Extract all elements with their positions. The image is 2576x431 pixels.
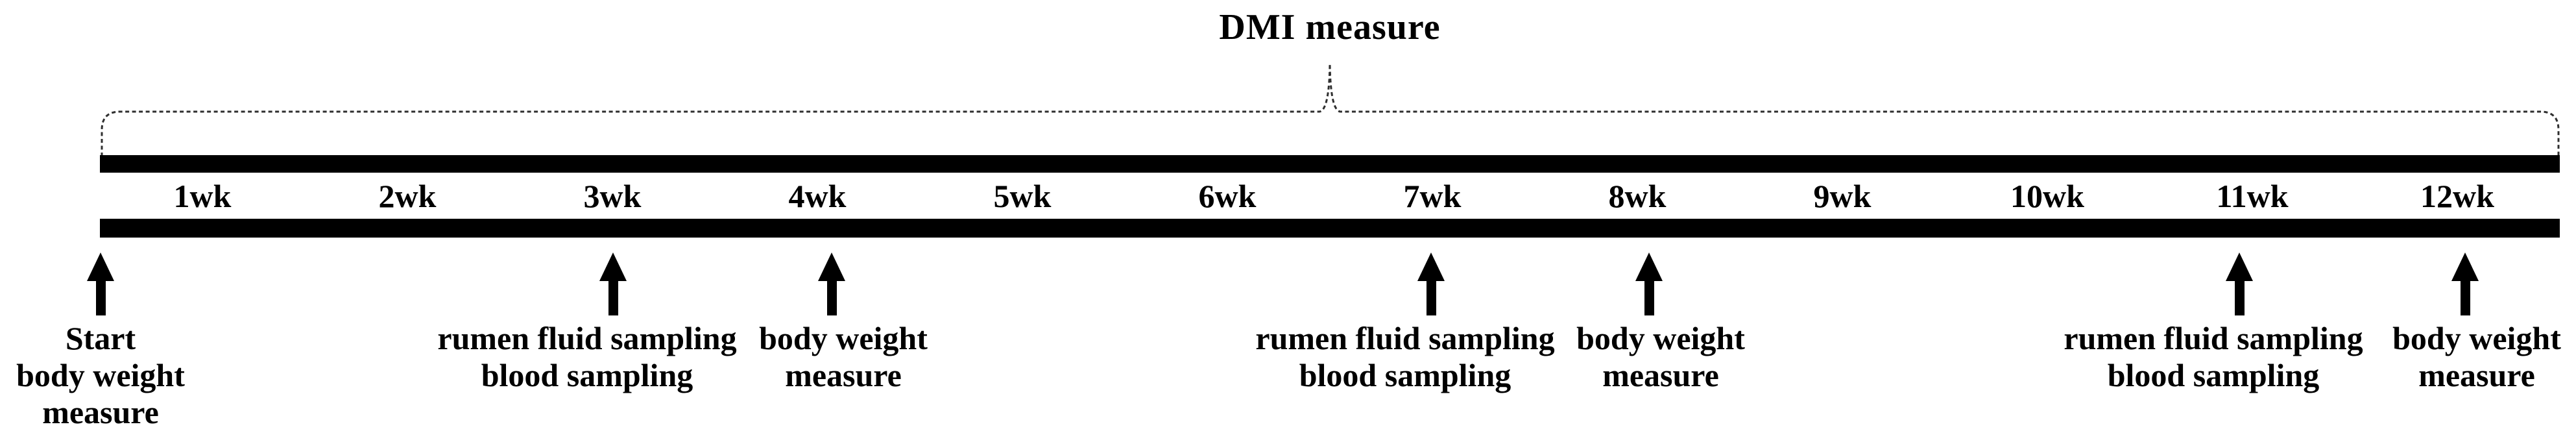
event-label: rumen fluid sampling blood sampling <box>2064 320 2363 394</box>
arrow-head <box>818 252 845 281</box>
arrow-head <box>599 252 627 281</box>
arrow-head <box>1417 252 1445 281</box>
event-label-line: measure <box>1602 357 1719 393</box>
up-arrow-icon <box>87 252 114 315</box>
event-label-line: blood sampling <box>481 357 693 393</box>
up-arrow-icon <box>2226 252 2253 315</box>
up-arrow-icon <box>599 252 627 315</box>
arrow-head <box>1635 252 1663 281</box>
week-label-3: 3wk <box>583 177 642 214</box>
week-label-2: 2wk <box>378 177 437 214</box>
event-label-line: body weight <box>1576 320 1745 356</box>
event-label-line: body weight <box>16 357 185 393</box>
arrow-head <box>2226 252 2253 281</box>
event-label-line: blood sampling <box>2107 357 2320 393</box>
week-label-12: 12wk <box>2420 177 2494 214</box>
up-arrow-icon <box>1417 252 1445 315</box>
event-label-line: Start <box>65 320 136 356</box>
event-label: Start body weight measure <box>16 320 185 431</box>
dashed-brace-path <box>101 63 2560 156</box>
event-label: body weight measure <box>1576 320 1745 394</box>
timeline-bar-bottom <box>100 219 2560 238</box>
event-label: body weight measure <box>2392 320 2561 394</box>
arrow-stem <box>2234 281 2245 315</box>
arrow-stem <box>95 281 106 315</box>
event-label-line: blood sampling <box>1299 357 1511 393</box>
week-label-11: 11wk <box>2216 177 2289 214</box>
event-label-line: measure <box>2418 357 2535 393</box>
arrow-head <box>87 252 114 281</box>
week-label-10: 10wk <box>2010 177 2084 214</box>
week-label-7: 7wk <box>1403 177 1462 214</box>
week-labels-row: 1wk 2wk 3wk 4wk 5wk 6wk 7wk 8wk 9wk 10wk… <box>100 173 2560 219</box>
arrow-stem <box>608 281 618 315</box>
up-arrow-icon <box>2451 252 2479 315</box>
event-label-line: body weight <box>2392 320 2561 356</box>
week-label-5: 5wk <box>993 177 1052 214</box>
timeline-bar-top <box>100 155 2560 173</box>
week-label-9: 9wk <box>1813 177 1872 214</box>
week-label-1: 1wk <box>173 177 232 214</box>
up-arrow-icon <box>1635 252 1663 315</box>
event-label-line: measure <box>42 394 159 430</box>
arrow-stem <box>1426 281 1436 315</box>
event-label: body weight measure <box>759 320 928 394</box>
week-label-4: 4wk <box>788 177 847 214</box>
arrow-stem <box>1644 281 1654 315</box>
up-arrow-icon <box>818 252 845 315</box>
event-label: rumen fluid sampling blood sampling <box>437 320 736 394</box>
arrow-stem <box>826 281 837 315</box>
week-label-8: 8wk <box>1608 177 1667 214</box>
event-label-line: rumen fluid sampling <box>437 320 737 356</box>
event-label-line: rumen fluid sampling <box>2064 320 2363 356</box>
arrow-stem <box>2460 281 2470 315</box>
dmi-measure-title: DMI measure <box>1219 7 1441 47</box>
event-label-line: rumen fluid sampling <box>1255 320 1555 356</box>
arrow-head <box>2451 252 2479 281</box>
event-label: rumen fluid sampling blood sampling <box>1255 320 1554 394</box>
week-label-6: 6wk <box>1198 177 1257 214</box>
event-label-line: body weight <box>759 320 928 356</box>
event-label-line: measure <box>785 357 902 393</box>
